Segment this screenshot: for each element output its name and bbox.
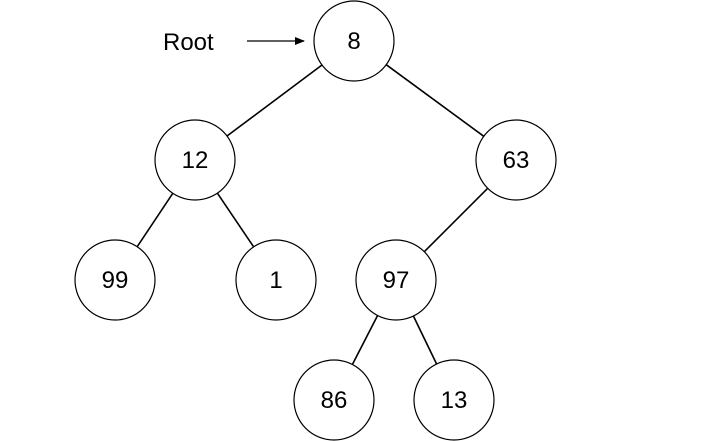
node-circle xyxy=(413,359,495,441)
edge-n97-n86 xyxy=(351,315,379,365)
edge-n8-n12 xyxy=(226,64,323,137)
node-circle xyxy=(475,119,557,201)
node-circle xyxy=(235,239,317,321)
tree-node-99: 99 xyxy=(74,239,156,321)
node-circle xyxy=(313,0,395,82)
tree-node-13: 13 xyxy=(413,359,495,441)
tree-edges xyxy=(136,64,489,365)
tree-node-86: 86 xyxy=(293,359,375,441)
tree-node-97: 97 xyxy=(355,239,437,321)
edge-n8-n63 xyxy=(385,64,485,137)
node-label: 97 xyxy=(383,267,410,294)
node-label: 63 xyxy=(503,147,530,174)
node-circle xyxy=(154,119,236,201)
node-label: 1 xyxy=(269,267,282,294)
node-label: 99 xyxy=(102,267,129,294)
node-label: 8 xyxy=(347,28,360,55)
tree-node-8: 8 xyxy=(313,0,395,82)
node-circle xyxy=(74,239,156,321)
root-pointer: Root xyxy=(163,29,305,56)
root-label: Root xyxy=(163,29,214,56)
node-label: 12 xyxy=(182,147,209,174)
node-circle xyxy=(293,359,375,441)
node-circle xyxy=(355,239,437,321)
node-label: 86 xyxy=(321,387,348,414)
edge-n63-n97 xyxy=(423,187,489,253)
node-label: 13 xyxy=(441,387,468,414)
tree-node-12: 12 xyxy=(154,119,236,201)
tree-node-63: 63 xyxy=(475,119,557,201)
edge-n97-n13 xyxy=(412,315,438,365)
tree-nodes: 8 12 63 99 1 97 86 13 xyxy=(74,0,557,441)
edge-n12-n99 xyxy=(136,192,174,248)
edge-n12-n1 xyxy=(216,192,255,248)
tree-node-1: 1 xyxy=(235,239,317,321)
